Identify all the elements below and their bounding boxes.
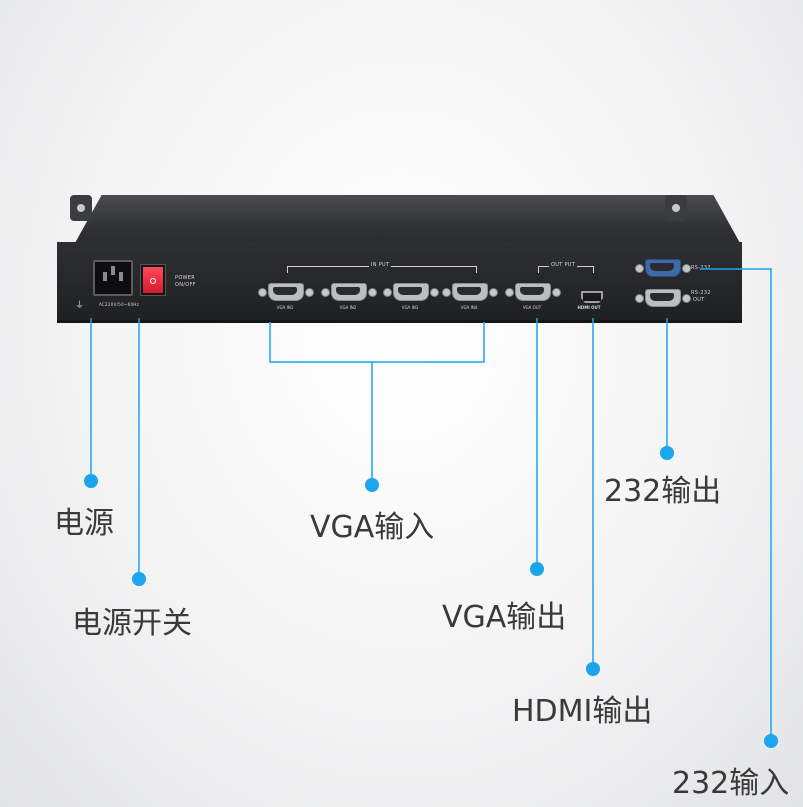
callout-hdmi-output: HDMI输出 xyxy=(512,694,653,729)
vga-in4-port xyxy=(452,283,488,301)
on-off-label: ON/OFF xyxy=(175,282,196,288)
port-screw xyxy=(635,294,644,303)
port-screw xyxy=(430,288,439,297)
port-screw xyxy=(682,264,691,273)
power-switch[interactable] xyxy=(140,264,166,296)
input-section-label: IN PUT xyxy=(369,262,392,268)
vga-out-port xyxy=(515,283,551,301)
hdmi-out-port xyxy=(581,291,603,303)
vga-in3-port xyxy=(393,283,429,301)
vga-in2-label: VGA IN2 xyxy=(339,305,357,310)
rack-ear-left xyxy=(70,195,92,221)
callout-rs232-output: 232输出 xyxy=(604,474,722,509)
callout-dot-vga-output xyxy=(530,562,544,576)
rack-ear-hole xyxy=(672,204,680,212)
vga-in4-label: VGA IN4 xyxy=(460,305,478,310)
callout-dot-power xyxy=(84,474,98,488)
power-pin xyxy=(119,272,123,281)
port-screw xyxy=(258,288,267,297)
ac-rating-label: AC220V/50~60Hz xyxy=(99,302,140,307)
port-screw xyxy=(505,288,514,297)
callout-dot-power-switch xyxy=(132,572,146,586)
callout-rs232-input: 232输入 xyxy=(672,766,790,801)
power-inlet xyxy=(93,260,133,296)
port-screw xyxy=(635,264,644,273)
vga-in1-label: VGA IN1 xyxy=(276,305,294,310)
rs232-in-port xyxy=(645,259,681,277)
vga-in1-port xyxy=(268,283,304,301)
port-screw xyxy=(368,288,377,297)
callout-power: 电源 xyxy=(54,506,114,541)
ground-icon: ⏚ xyxy=(75,301,85,311)
port-screw xyxy=(489,288,498,297)
device-back-panel: ⏚ AC220V/50~60Hz POWER ON/OFF IN PUT VGA… xyxy=(57,242,742,323)
line-rs232-input xyxy=(700,268,772,740)
vga-out-label: VGA OUT xyxy=(522,305,542,310)
rack-ear-right xyxy=(665,195,687,221)
callout-dot-hdmi-output xyxy=(586,662,600,676)
port-screw xyxy=(321,288,330,297)
callout-vga-output: VGA输出 xyxy=(442,600,567,635)
callout-dot-rs232-input xyxy=(764,734,778,748)
vga-in2-port xyxy=(331,283,367,301)
port-screw xyxy=(682,294,691,303)
port-screw xyxy=(442,288,451,297)
device-top-cover xyxy=(75,195,740,243)
power-pin xyxy=(103,272,107,281)
power-label: POWER xyxy=(175,275,196,281)
power-switch-rocker xyxy=(143,267,163,293)
callout-vga-input: VGA输入 xyxy=(310,510,435,545)
rs232-out-port xyxy=(645,289,681,307)
hdmi-out-label: HDMI OUT xyxy=(577,305,601,310)
rs232-in-label: RS-232 xyxy=(691,265,711,271)
callout-dot-vga-input xyxy=(365,478,379,492)
rs232-out-label: RS-232 xyxy=(691,290,711,296)
line-vga-input-bracket xyxy=(269,322,485,363)
output-section-label: OUT PUT xyxy=(549,262,578,268)
vga-in3-label: VGA IN3 xyxy=(401,305,419,310)
port-screw xyxy=(383,288,392,297)
rack-ear-hole xyxy=(77,204,85,212)
callout-dot-rs232-output xyxy=(660,446,674,460)
port-screw xyxy=(552,288,561,297)
power-pin xyxy=(111,266,115,275)
rs232-out-sub-label: OUT xyxy=(693,297,705,303)
port-screw xyxy=(305,288,314,297)
callout-power-switch: 电源开关 xyxy=(72,606,192,641)
